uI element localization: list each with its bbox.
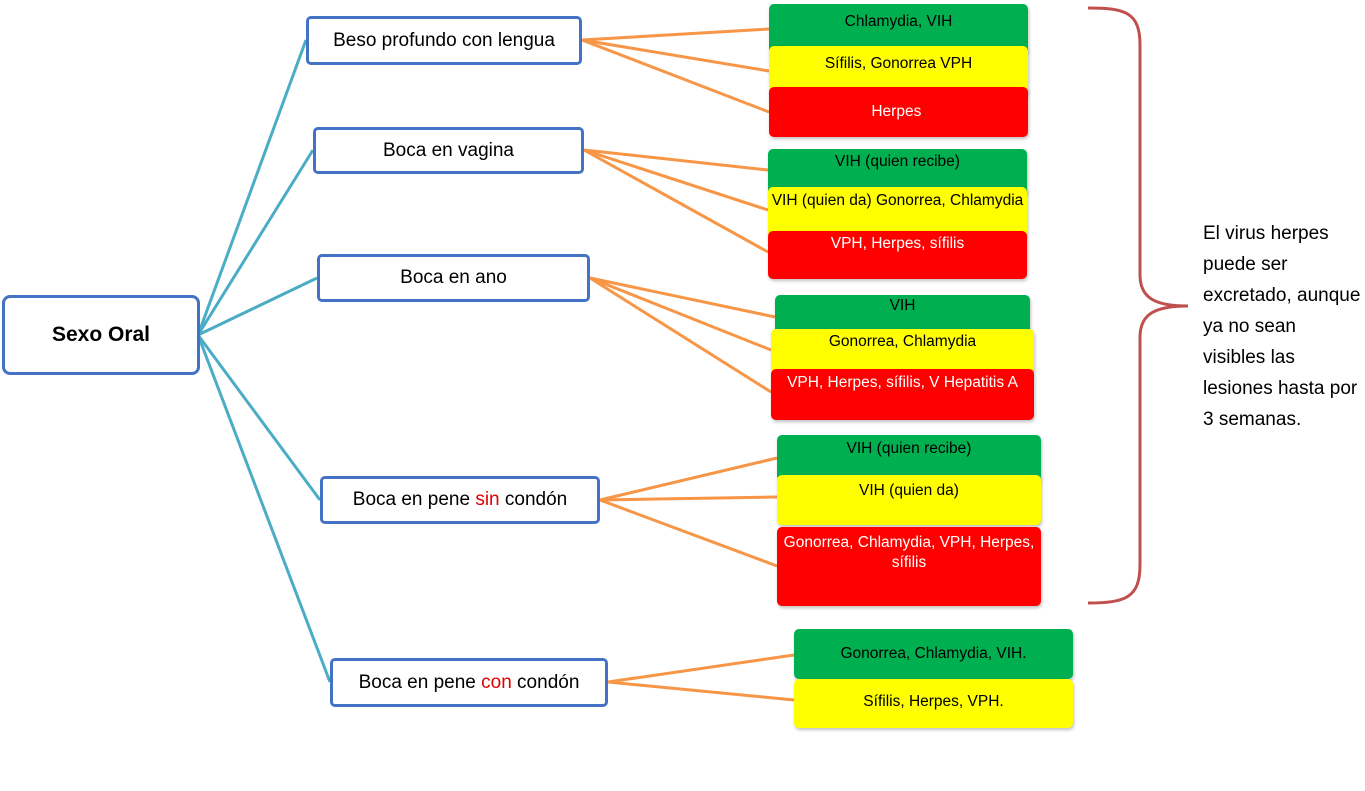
branch-node-boca-en-pene-sin-condon: Boca en pene sin condón bbox=[320, 476, 600, 524]
risk-text: Sífilis, Herpes, VPH. bbox=[863, 693, 1004, 710]
branch-node-boca-en-vagina: Boca en vagina bbox=[313, 127, 584, 174]
connector-root-branch-5 bbox=[196, 334, 332, 683]
branch-label-highlight: con bbox=[481, 671, 512, 693]
connector-root-branch-1 bbox=[196, 39, 308, 336]
risk-text: Gonorrea, Chlamydia, VIH. bbox=[840, 645, 1027, 662]
risk-text: VIH bbox=[889, 297, 916, 314]
risk-text: VIH (quien recibe) bbox=[835, 153, 960, 170]
risk-text: VIH (quien recibe) bbox=[846, 440, 972, 457]
risk-box-yellow: VIH (quien da) Gonorrea, Chlamydia bbox=[768, 187, 1027, 237]
risk-box-green: Chlamydia, VIH bbox=[769, 4, 1028, 54]
branch-node-boca-en-ano: Boca en ano bbox=[317, 254, 590, 302]
branch-label: Boca en pene sin condón bbox=[353, 489, 567, 511]
root-connectors bbox=[196, 39, 332, 683]
risk-box-yellow: VIH (quien da) bbox=[777, 475, 1041, 525]
risk-text: VIH (quien da) bbox=[859, 482, 959, 499]
risk-text: VIH (quien da) Gonorrea, Chlamydia bbox=[771, 192, 1024, 209]
branch-label-highlight: sin bbox=[475, 489, 500, 510]
risk-box-yellow: Gonorrea, Chlamydia bbox=[771, 329, 1034, 373]
curly-brace bbox=[1087, 6, 1189, 605]
branch-node-boca-en-pene-con-condon: Boca en pene con condón bbox=[330, 658, 608, 707]
risk-box-red: VPH, Herpes, sífilis bbox=[768, 231, 1027, 279]
connector-root-branch-2 bbox=[196, 149, 315, 336]
branch-label: Boca en vagina bbox=[383, 139, 514, 161]
branch-label-suffix: condón bbox=[511, 671, 580, 693]
risk-box-red: Herpes. bbox=[769, 87, 1028, 137]
risk-text: VPH, Herpes, sífilis, V Hepatitis A bbox=[787, 374, 1018, 391]
risk-box-red: Gonorrea, Chlamydia, VPH, Herpes, sífili… bbox=[777, 527, 1041, 606]
risk-text: Sífilis, Gonorrea VPH bbox=[824, 55, 973, 72]
branch-label-prefix: Boca en pene bbox=[352, 489, 476, 510]
herpes-note: El virus herpes puede ser excretado, aun… bbox=[1203, 223, 1361, 430]
connector-root-branch-3 bbox=[197, 276, 318, 337]
risk-text-main: Herpes bbox=[871, 103, 922, 120]
risk-box-yellow: Sífilis, Herpes, VPH. bbox=[794, 679, 1073, 728]
branch-connectors bbox=[581, 27, 795, 702]
risk-text-suffix: . bbox=[921, 103, 926, 120]
root-label: Sexo Oral bbox=[51, 323, 151, 346]
risk-text: Herpes. bbox=[871, 102, 925, 122]
root-node: Sexo Oral bbox=[2, 295, 200, 375]
branch-label-prefix: Boca en pene bbox=[358, 671, 482, 693]
risk-text: Gonorrea, Chlamydia, VPH, Herpes, sífili… bbox=[783, 534, 1035, 571]
risk-text: VPH, Herpes, sífilis bbox=[830, 235, 965, 252]
branch-node-beso-profundo: Beso profundo con lengua bbox=[306, 16, 582, 65]
risk-box-red: VPH, Herpes, sífilis, V Hepatitis A bbox=[771, 369, 1034, 420]
branch-label: Boca en ano bbox=[400, 267, 507, 288]
branch-label: Boca en pene con condón bbox=[359, 672, 580, 694]
branch-label: Beso profundo con lengua bbox=[333, 29, 555, 51]
connector-root-branch-4 bbox=[196, 334, 322, 501]
branch-label-suffix: condón bbox=[499, 489, 568, 510]
risk-box-green: VIH (quien recibe) bbox=[777, 435, 1041, 481]
risk-text: Gonorrea, Chlamydia bbox=[828, 333, 977, 350]
risk-text: Chlamydia, VIH bbox=[844, 13, 953, 30]
risk-box-green: Gonorrea, Chlamydia, VIH. bbox=[794, 629, 1073, 679]
